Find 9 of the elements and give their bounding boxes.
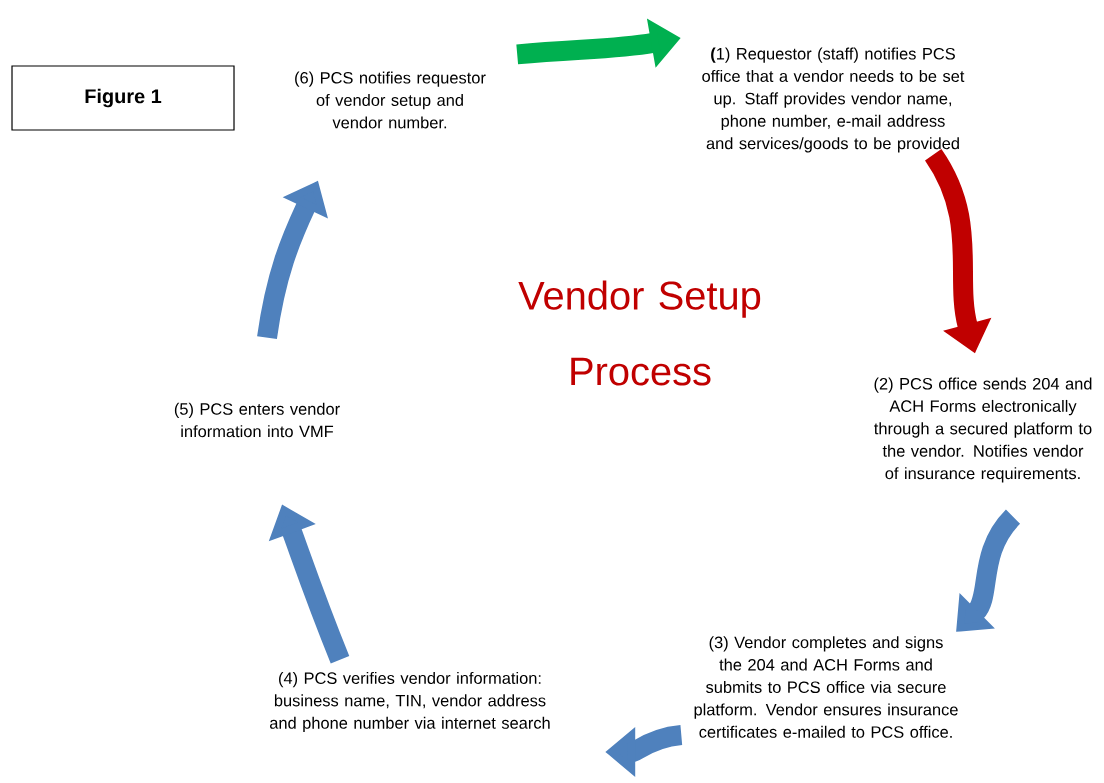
- step-text: (5) PCS enters vendor information into VMF: [174, 402, 340, 438]
- figure-box: Figure 1: [11, 65, 235, 131]
- step-text: (1) Requestor (staff) notifies PCS office that a vendor needs to be set up. Staff provides vendor name, phone number, e-mail address and services/goods to be provided: [702, 47, 965, 153]
- title: Vendor Setup Process: [518, 280, 761, 386]
- block-arrow: [956, 510, 1021, 632]
- step-text: (2) PCS office sends 204 and ACH Forms electronically through a secured platform to the vendor. Notifies vendor of insurance requirements.: [874, 377, 1092, 483]
- step-text: (4) PCS verifies vendor information: business name, TIN, vendor address and phone number via internet search: [270, 671, 550, 733]
- step-text: (6) PCS notifies requestor of vendor setup and vendor number.: [295, 71, 486, 129]
- step-text: (3) Vendor completes and signs the 204 and ACH Forms and submits to PCS office via secure platform. Vendor ensures insurance certificates e-mailed to PCS office.: [694, 636, 958, 738]
